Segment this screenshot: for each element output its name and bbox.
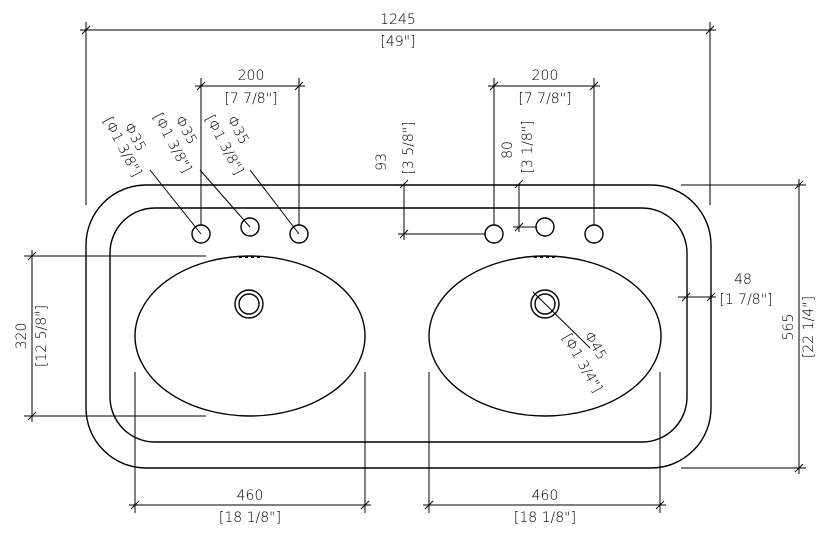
sink-body [85,184,712,469]
left-spread-inch: [7 7/8"] [224,91,277,107]
left-drain [234,289,264,319]
left-offset-mm: 93 [374,153,390,171]
left-bowl-width-inch: [18 1/8"] [219,510,281,526]
left-overflow-slot [239,256,260,258]
right-bowl [428,255,662,417]
dimension-overall-width: 1245 [49"] [80,12,716,205]
rim-width-mm: 48 [734,272,752,288]
overall-width-inch: [49"] [380,34,415,50]
left-tap-hole-center [240,217,260,237]
overall-depth-mm: 565 [781,314,797,341]
bowl-depth-inch: [12 5/8"] [34,305,50,367]
dimension-right-faucet-spread: 200 [7 7/8"] [488,68,600,225]
right-tap-hole-center [535,217,555,237]
right-drain [530,289,560,319]
right-tap-hole-left [484,224,504,244]
right-spread-inch: [7 7/8"] [518,91,571,107]
dimension-rim-width: 48 [1 7/8"] [678,272,773,308]
dimension-left-bowl-width: 460 [18 1/8"] [129,372,371,526]
right-overflow-slot [534,256,555,258]
dimension-left-faucet-spread: 200 [7 7/8"] [195,68,305,225]
dimension-overall-depth: 565 [22 1/4"] [681,179,817,474]
dimension-right-hole-offset: 80 [3 1/8"] [500,120,537,232]
right-offset-inch: [3 1/8"] [520,120,536,173]
sink-inner-rim [109,207,688,443]
overall-width-mm: 1245 [380,12,416,28]
dimension-right-bowl-width: 460 [18 1/8"] [423,372,666,526]
right-bowl-width-mm: 460 [532,488,559,504]
dimension-bowl-depth: 320 [12 5/8"] [14,250,206,422]
sink-outer-outline [85,184,712,469]
left-spread-mm: 200 [238,68,265,84]
dimension-left-hole-offset: 93 [3 5/8"] [374,121,486,240]
left-bowl-width-mm: 460 [237,488,264,504]
left-offset-inch: [3 5/8"] [401,121,417,174]
right-bowl-width-inch: [18 1/8"] [514,510,576,526]
rim-width-inch: [1 7/8"] [719,292,772,308]
left-bowl [134,255,366,417]
overall-depth-inch: [22 1/4"] [801,296,817,358]
right-tap-hole-right [584,224,604,244]
dimension-drain-hole: Φ45 [Φ1 3/4"] [532,291,609,396]
right-spread-mm: 200 [532,68,559,84]
bowl-depth-mm: 320 [14,323,30,350]
right-offset-mm: 80 [500,141,516,159]
